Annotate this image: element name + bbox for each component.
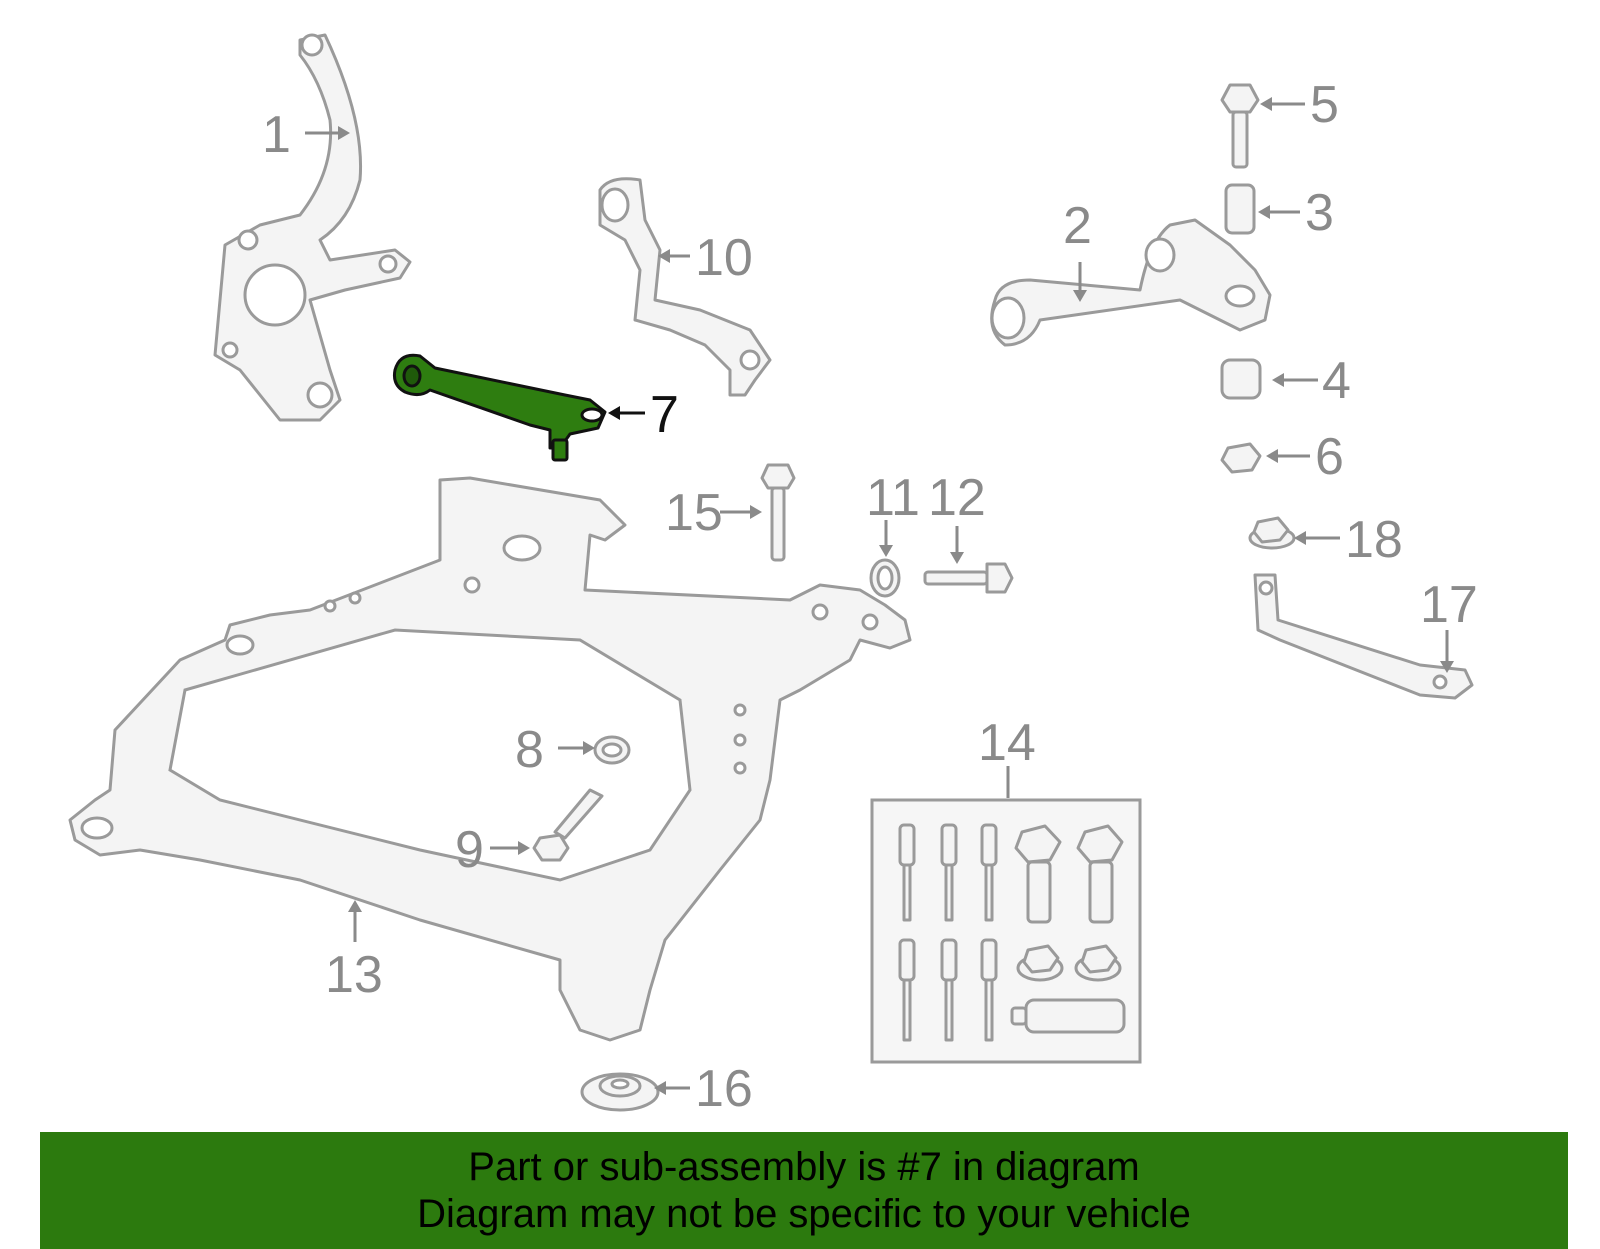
callout-12: 12 [928,469,986,527]
leader-lines [305,97,1454,1095]
callout-17: 17 [1420,576,1478,634]
banner-line-1: Part or sub-assembly is #7 in diagram [468,1144,1140,1189]
part-8-washer[interactable] [593,735,631,765]
callout-5: 5 [1310,76,1339,134]
part-12-bolt[interactable] [923,562,1014,594]
callout-labels: 1 2 3 4 5 6 7 8 9 10 11 12 13 14 15 16 1… [262,76,1478,1118]
info-banner: Part or sub-assembly is #7 in diagram Di… [40,1132,1568,1249]
part-5-bolt[interactable] [1220,83,1260,169]
kit-rivets-top [898,823,998,922]
part-18-flange-nut[interactable] [1248,516,1296,550]
callout-4: 4 [1322,352,1351,410]
parts-diagram: 1 2 3 4 5 6 7 8 9 10 11 12 13 14 15 16 1… [68,33,1478,1118]
kit-sleeve [1010,998,1126,1034]
part-16-mount[interactable] [580,1072,660,1112]
part-14-hardware-kit[interactable] [870,798,1142,1064]
part-7-lower-control-arm-highlighted[interactable] [393,353,607,462]
callout-1: 1 [262,106,291,164]
kit-nuts [1016,944,1122,982]
banner-line-2: Diagram may not be specific to your vehi… [417,1191,1191,1236]
callout-14: 14 [978,714,1036,772]
part-17-brace[interactable] [1253,573,1474,700]
kit-rivets-bottom [898,938,998,1042]
callout-15: 15 [665,484,723,542]
part-10-arm[interactable] [598,177,772,397]
part-4-bushing[interactable] [1220,358,1262,400]
callout-3: 3 [1305,184,1334,242]
callout-2: 2 [1063,197,1092,255]
callout-16: 16 [695,1060,753,1118]
callout-10: 10 [695,229,753,287]
callout-18: 18 [1345,511,1403,569]
callout-7: 7 [650,386,679,444]
part-15-bolt[interactable] [760,463,796,562]
part-13-subframe[interactable] [68,476,912,1042]
callout-11: 11 [866,469,920,527]
part-11-washer[interactable] [869,558,901,598]
callout-6: 6 [1315,428,1344,486]
part-2-upper-control-arm[interactable] [990,218,1272,347]
part-9-bolt[interactable] [532,788,604,862]
part-1-steering-knuckle[interactable] [213,33,412,422]
part-3-sleeve[interactable] [1224,183,1256,235]
kit-bolts-top [1014,824,1124,924]
callout-9: 9 [455,821,484,879]
callout-13: 13 [325,946,383,1004]
part-6-nut[interactable] [1220,442,1262,474]
callout-8: 8 [515,721,544,779]
